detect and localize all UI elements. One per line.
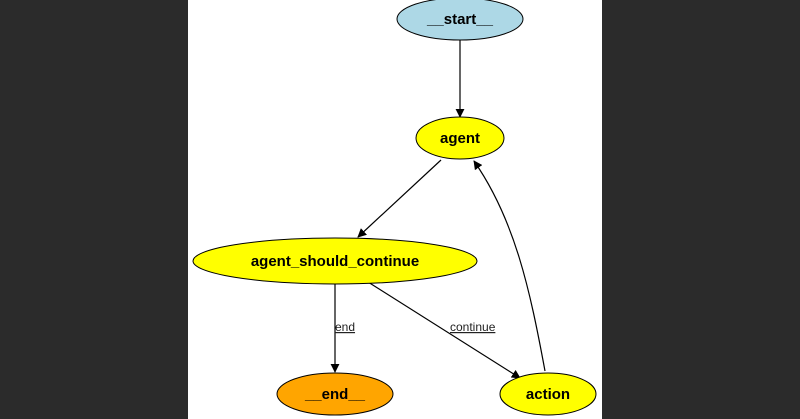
graph-canvas: [188, 0, 602, 419]
edge-label-continue: continue: [450, 320, 496, 334]
node-end[interactable]: __end__: [276, 372, 394, 416]
node-agent-should-continue[interactable]: agent_should_continue: [192, 237, 478, 285]
node-start-label: __start__: [426, 11, 494, 28]
node-should-label: agent_should_continue: [251, 253, 419, 270]
node-agent[interactable]: agent: [415, 116, 505, 160]
node-action-label: action: [526, 386, 570, 403]
edge-action-agent: [473, 160, 546, 372]
node-start[interactable]: __start__: [396, 0, 524, 41]
node-agent-label: agent: [440, 130, 480, 147]
node-should-shape: [192, 237, 478, 285]
node-end-label: __end__: [304, 386, 366, 403]
node-action[interactable]: action: [499, 372, 597, 416]
edge-should-action: [367, 281, 521, 379]
node-agent-shape: [415, 116, 505, 160]
node-start-shape: [396, 0, 524, 41]
node-end-shape: [276, 372, 394, 416]
edge-label-end: end: [335, 320, 355, 334]
node-action-shape: [499, 372, 597, 416]
edge-agent-should: [357, 159, 442, 238]
